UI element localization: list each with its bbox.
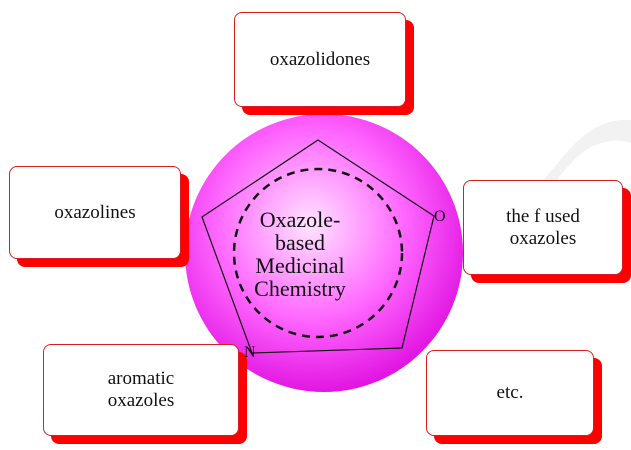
box-label-oxazolines: oxazolines — [9, 166, 181, 259]
center-label: Oxazole- based Medicinal Chemistry — [254, 207, 346, 301]
box-label-aromatic-oxazoles: aromatic oxazoles — [43, 344, 239, 436]
nitrogen-atom-label: N — [244, 344, 256, 361]
box-label-fused-oxazoles: the f used oxazoles — [463, 180, 623, 275]
oxygen-atom-label: O — [434, 208, 446, 225]
box-oxazolidones: oxazolidones — [234, 12, 414, 115]
box-label-oxazolidones: oxazolidones — [234, 12, 406, 107]
box-aromatic-oxazoles: aromatic oxazoles — [43, 344, 247, 444]
box-etc: etc. — [426, 350, 602, 444]
box-fused-oxazoles: the f used oxazoles — [463, 180, 631, 283]
dashed-aromatic-circle — [232, 167, 404, 339]
box-oxazolines: oxazolines — [9, 166, 189, 267]
pink-sphere — [185, 114, 463, 392]
oxazole-pentagon — [201, 139, 435, 354]
box-label-etc: etc. — [426, 350, 594, 436]
